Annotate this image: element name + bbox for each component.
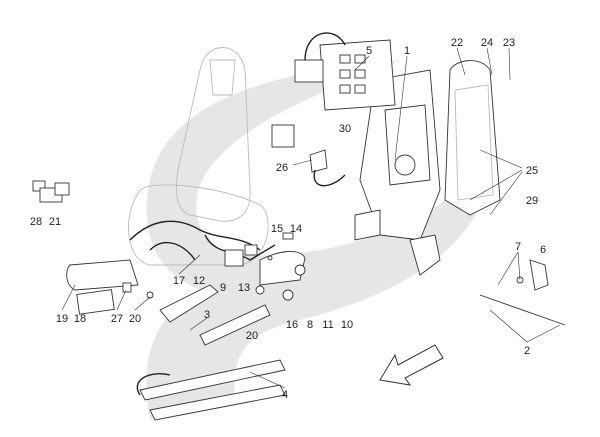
side-trim-parts [224,232,306,301]
label-21: 21 [49,216,61,228]
label-30: 30 [339,123,351,135]
backrest-frame [354,69,441,276]
background-swoosh [146,60,490,420]
seat-outline [128,47,269,266]
label-27: 27 [111,313,123,325]
seat-rails [136,284,286,421]
label-16: 16 [286,319,298,331]
label-26: 26 [276,162,288,174]
label-17: 17 [173,275,185,287]
lumbar-panel [294,32,396,111]
leader-lines [61,47,561,389]
label-19: 19 [56,313,68,325]
label-1: 1 [404,45,410,57]
label-29: 29 [526,195,538,207]
label-12: 12 [193,275,205,287]
label-24: 24 [481,37,493,49]
label-25: 25 [526,165,538,177]
label-9: 9 [220,282,226,294]
label-5: 5 [366,45,372,57]
label-11: 11 [322,319,333,331]
backrest-rear-panel [444,60,501,216]
label-14: 14 [290,223,302,235]
label-2: 2 [524,345,530,357]
arrow-down-left-icon [379,344,444,386]
rod-and-lever [479,259,566,326]
label-7: 7 [515,241,521,253]
label-15: 15 [271,223,283,235]
label-18: 18 [74,313,86,325]
label-20-b: 20 [246,330,258,342]
label-28: 28 [30,216,42,228]
label-22: 22 [451,37,463,49]
part-labels: 1 2 3 4 5 6 7 8 9 10 11 12 13 14 15 16 1… [30,37,546,401]
label-8: 8 [307,319,313,331]
label-10: 10 [341,319,353,331]
switch-parts-left [32,180,154,315]
label-20: 20 [129,313,141,325]
label-3: 3 [204,309,210,321]
module-26 [271,124,346,187]
label-6: 6 [540,244,546,256]
label-13: 13 [238,282,250,294]
label-4: 4 [282,389,288,401]
label-23: 23 [503,37,515,49]
